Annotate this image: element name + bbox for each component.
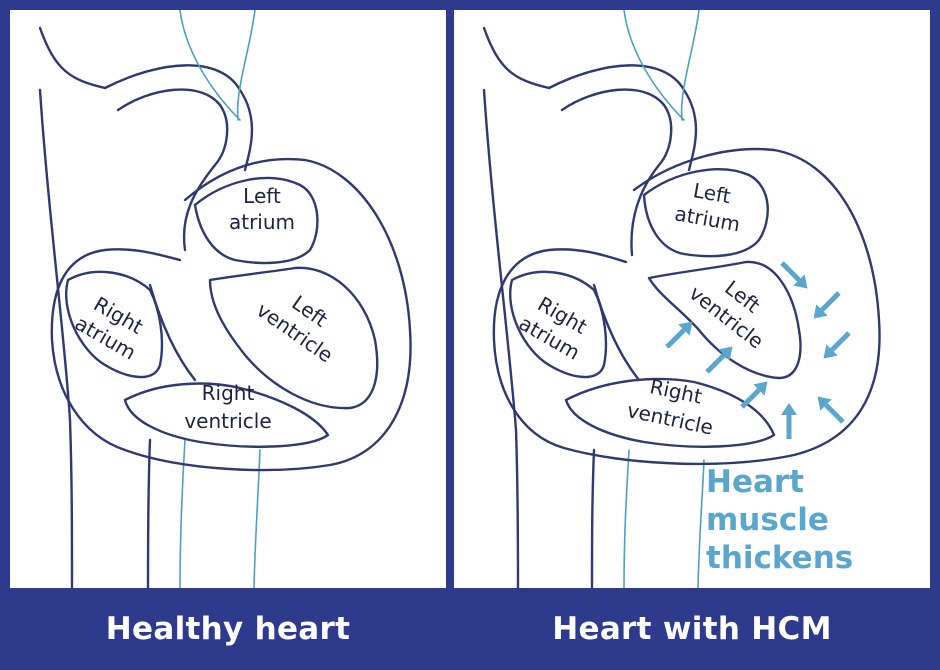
arrow-icon — [705, 346, 733, 374]
septum-wall — [592, 283, 641, 382]
hcm-heart-panel: Left atrium Left ventricle Right atrium … — [454, 10, 930, 588]
left-atrium-chamber — [642, 168, 769, 258]
right-ventricle-label-line1: Right — [202, 381, 255, 405]
left-atrium-label-line1: Left — [243, 184, 281, 208]
right-atrium-chamber — [65, 270, 164, 379]
annotation-line2: muscle — [706, 502, 829, 538]
annotation-line1: Heart — [706, 464, 804, 500]
healthy-heart-panel: Left atrium Left ventricle Right atrium … — [10, 10, 446, 588]
left-ventricle-chamber — [647, 260, 802, 380]
left-atrium-label-line2: atrium — [229, 210, 295, 234]
arrow-icon — [823, 331, 851, 359]
annotation-line3: thickens — [706, 540, 853, 576]
arrow-icon — [817, 396, 845, 424]
hcm-heart-illustration: Left atrium Left ventricle Right atrium … — [482, 10, 881, 588]
aortic-arch — [547, 64, 698, 172]
pulmonary-vessel-2 — [680, 10, 700, 121]
pulmonary-vessel-2 — [236, 10, 256, 121]
right-ventricle-label-line2: ventricle — [625, 398, 715, 440]
pulmonary-vessel-1 — [623, 10, 685, 121]
healthy-heart-caption: Healthy heart — [105, 611, 351, 647]
left-ventricle-label: Left ventricle — [685, 276, 769, 354]
aortic-inner — [116, 88, 229, 252]
vena-cava-left-wall — [482, 88, 520, 588]
arrow-icon — [813, 291, 841, 319]
aortic-inner — [560, 88, 673, 257]
arrow-icon — [781, 403, 797, 439]
aortic-arch — [103, 64, 254, 172]
descending-vessel-2 — [697, 459, 705, 588]
arrow-icon — [665, 321, 693, 349]
right-atrium-label: Right atrium — [71, 292, 148, 365]
descending-vessel-1 — [179, 439, 186, 588]
pulmonary-vessel-1 — [179, 10, 241, 121]
left-atrium-label-line1: Left — [691, 178, 732, 208]
right-atrium-label: Right atrium — [515, 292, 592, 365]
left-atrium-label-line2: atrium — [673, 201, 742, 236]
left-ventricle-label: Left ventricle — [252, 290, 337, 367]
vena-cava-right-wall — [146, 438, 152, 588]
left-atrium-chamber — [193, 176, 319, 265]
arrow-icon — [740, 381, 768, 409]
descending-vessel-2 — [253, 449, 261, 588]
right-ventricle-chamber — [564, 377, 776, 448]
septum-wall — [148, 283, 197, 382]
arrow-icon — [780, 261, 808, 289]
right-ventricle-chamber — [123, 382, 330, 448]
thickening-arrows — [665, 261, 851, 439]
healthy-heart-illustration: Left atrium Left ventricle Right atrium … — [38, 10, 412, 588]
left-atrium-label: Left atrium — [673, 178, 742, 236]
hcm-heart-caption: Heart with HCM — [552, 611, 832, 647]
right-atrium-chamber — [509, 270, 608, 379]
superior-vena-cava — [38, 26, 107, 90]
right-ventricle-label-line2: ventricle — [184, 409, 271, 433]
vena-cava-right-wall — [590, 448, 596, 588]
vena-cava-left-wall — [38, 88, 74, 588]
descending-vessel-1 — [623, 449, 630, 588]
left-ventricle-chamber — [208, 266, 379, 410]
heart-outer-wall — [50, 157, 412, 472]
superior-vena-cava — [482, 26, 551, 90]
heart-outer-wall — [492, 147, 881, 466]
